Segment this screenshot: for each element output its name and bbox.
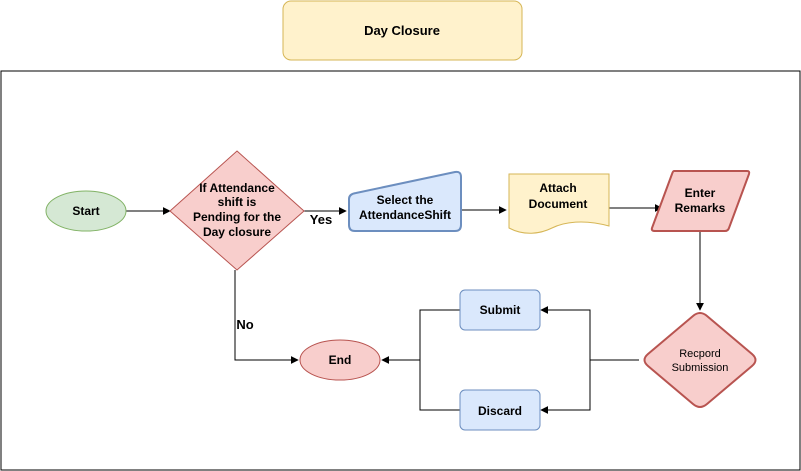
diagram-container	[0, 70, 801, 471]
edge-record-to-submit	[540, 306, 639, 361]
record-submission-node: Recpord Submission	[643, 312, 757, 408]
edge-label-no: No	[236, 317, 253, 332]
submit-node: Submit	[459, 289, 541, 331]
diagram-title: Day Closure	[364, 23, 440, 38]
edge-submit-discard-merge	[419, 309, 460, 411]
edge-record-to-discard	[540, 359, 639, 414]
start-label: Start	[72, 204, 99, 218]
record-submission-line-1: Recpord	[679, 348, 721, 360]
edges	[126, 204, 704, 414]
select-shift-line-2: AttendanceShift	[359, 208, 451, 222]
attach-document-line-2: Document	[529, 197, 588, 211]
edge-label-yes: Yes	[310, 212, 332, 227]
attach-document-line-1: Attach	[539, 181, 576, 195]
decision-node: If Attendance shift is Pending for the D…	[169, 150, 305, 271]
enter-remarks-line-1: Enter	[685, 186, 716, 200]
enter-remarks-node: Enter Remarks	[650, 170, 751, 232]
attach-document-node: Attach Document	[508, 173, 610, 234]
decision-line-3: Pending for the	[193, 210, 281, 224]
submit-label: Submit	[480, 303, 521, 317]
decision-line-1: If Attendance	[199, 181, 275, 195]
edge-decision-no-to-end	[234, 270, 299, 364]
enter-remarks-line-2: Remarks	[675, 201, 726, 215]
decision-line-4: Day closure	[203, 225, 271, 239]
end-node: End	[299, 339, 381, 381]
select-shift-line-1: Select the	[377, 193, 434, 207]
record-submission-line-2: Submission	[672, 362, 729, 374]
discard-node: Discard	[459, 389, 541, 431]
end-label: End	[329, 353, 352, 367]
select-shift-node: Select the AttendanceShift	[348, 170, 462, 232]
decision-line-2: shift is	[218, 195, 257, 209]
discard-label: Discard	[478, 404, 522, 418]
title-box: Day Closure	[282, 0, 523, 61]
start-node: Start	[45, 190, 127, 232]
